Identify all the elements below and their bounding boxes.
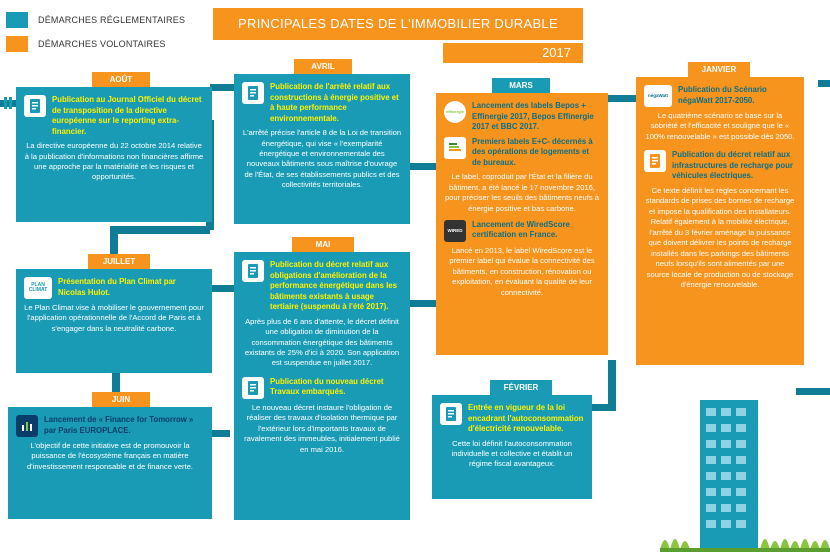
card-mai: Publication du décret relatif aux obliga… — [234, 252, 410, 520]
timeline-pipe — [590, 404, 616, 411]
juin-body: L'objectif de cette initiative est de pr… — [26, 441, 194, 471]
wiredscore-logo: WIRED — [444, 219, 466, 242]
mai-headline-1: Publication du décret relatif aux obliga… — [270, 260, 397, 312]
aout-body: La directive européenne du 22 octobre 20… — [24, 141, 204, 182]
timeline-pipe — [210, 84, 236, 91]
effinergie-logo: effinergie — [444, 101, 466, 123]
timeline-pipe — [818, 80, 830, 87]
card-fevrier: Entrée en vigueur de la loi encadrant l'… — [432, 395, 592, 499]
document-icon — [24, 95, 46, 117]
juillet-headline: Présentation du Plan Climat par Nicolas … — [58, 277, 176, 297]
document-icon — [440, 403, 462, 425]
avril-body: L'arrêté précise l'article 8 de la Loi d… — [242, 128, 402, 190]
timeline-pipe — [796, 388, 830, 395]
document-icon — [242, 260, 264, 282]
timeline-pipe — [206, 285, 240, 292]
juin-headline: Lancement de « Finance for Tomorrow » pa… — [44, 415, 194, 435]
janvier-body-2: Ce texte définit les règles concernant l… — [645, 185, 795, 290]
mars-body-3: Lancé en 2013, le label WiredScore est l… — [449, 245, 595, 297]
legend-regulatory-swatch — [6, 12, 28, 28]
timeline-pipe — [112, 372, 120, 394]
month-label-juillet: JUILLET — [88, 254, 150, 269]
card-aout: Publication au Journal Officiel du décre… — [16, 87, 212, 222]
juillet-body: Le Plan Climat vise à mobiliser le gouve… — [24, 303, 204, 333]
negawatt-logo: négaWatt — [644, 85, 672, 107]
janvier-headline-1: Publication du Scénario négaWatt 2017-20… — [678, 85, 767, 105]
timeline-pipe — [608, 95, 636, 102]
mars-headline-3: Lancement de WiredScore certification en… — [472, 219, 570, 240]
mai-headline-2: Publication du nouveau décret Travaux em… — [270, 376, 384, 397]
month-label-juin: JUIN — [92, 392, 150, 407]
timeline-pipe — [608, 360, 616, 410]
timeline-pipe — [0, 100, 16, 107]
month-label-avril: AVRIL — [294, 59, 352, 74]
document-icon — [242, 82, 264, 104]
card-juin: Lancement de « Finance for Tomorrow » pa… — [8, 407, 212, 519]
aout-headline: Publication au Journal Officiel du décre… — [52, 95, 202, 136]
timeline-pipe — [110, 226, 210, 234]
timeline-pipe — [110, 226, 118, 256]
month-label-aout: AOÛT — [92, 72, 150, 87]
document-icon — [644, 150, 666, 173]
month-label-mars: MARS — [492, 78, 550, 93]
mai-body-1: Après plus de 6 ans d'attente, le décret… — [244, 316, 400, 368]
timeline-pipe — [408, 300, 438, 307]
fevrier-body: Cette loi définit l'autoconsommation ind… — [451, 438, 573, 469]
page-title: PRINCIPALES DATES DE L'IMMOBILIER DURABL… — [213, 8, 583, 40]
mars-headline-1: Lancement des labels Bepos + Effinergie … — [472, 101, 594, 132]
avril-headline: Publication de l'arrêté relatif aux cons… — [270, 82, 399, 123]
timeline-pipe — [408, 163, 438, 170]
month-label-fevrier: FÉVRIER — [490, 380, 552, 395]
timeline-pipe — [210, 430, 230, 437]
legend-voluntary-label: DÉMARCHES VOLONTAIRES — [38, 39, 166, 49]
energy-label-icon — [444, 136, 466, 159]
card-mars: effinergie Lancement des labels Bepos + … — [436, 93, 608, 355]
card-juillet: PLAN CLIMAT Présentation du Plan Climat … — [16, 269, 212, 373]
year-label: 2017 — [443, 43, 583, 63]
building-illustration — [660, 400, 830, 552]
document-icon — [242, 376, 264, 399]
fevrier-headline: Entrée en vigueur de la loi encadrant l'… — [468, 403, 584, 434]
edge-mark — [4, 97, 7, 109]
card-janvier: négaWatt Publication du Scénario négaWat… — [636, 77, 804, 365]
mars-body-2: Le label, coproduit par l'État et la fil… — [444, 172, 600, 213]
janvier-headline-2: Publication du décret relatif aux infras… — [672, 150, 793, 181]
finance-tomorrow-logo — [16, 415, 38, 437]
mai-body-2: Le nouveau décret instaure l'obligation … — [244, 402, 400, 454]
legend-regulatory-label: DÉMARCHES RÉGLEMENTAIRES — [38, 15, 186, 25]
mars-headline-2: Premiers labels E+C- décernés à des opér… — [472, 136, 593, 167]
card-avril: Publication de l'arrêté relatif aux cons… — [234, 74, 410, 224]
legend-voluntary-swatch — [6, 36, 28, 52]
month-label-janvier: JANVIER — [688, 62, 750, 77]
month-label-mai: MAI — [292, 237, 354, 252]
edge-mark — [9, 97, 12, 109]
janvier-body-1: Le quatrième scénario se base sur la sob… — [645, 111, 795, 141]
plan-climat-logo: PLAN CLIMAT — [24, 277, 52, 299]
